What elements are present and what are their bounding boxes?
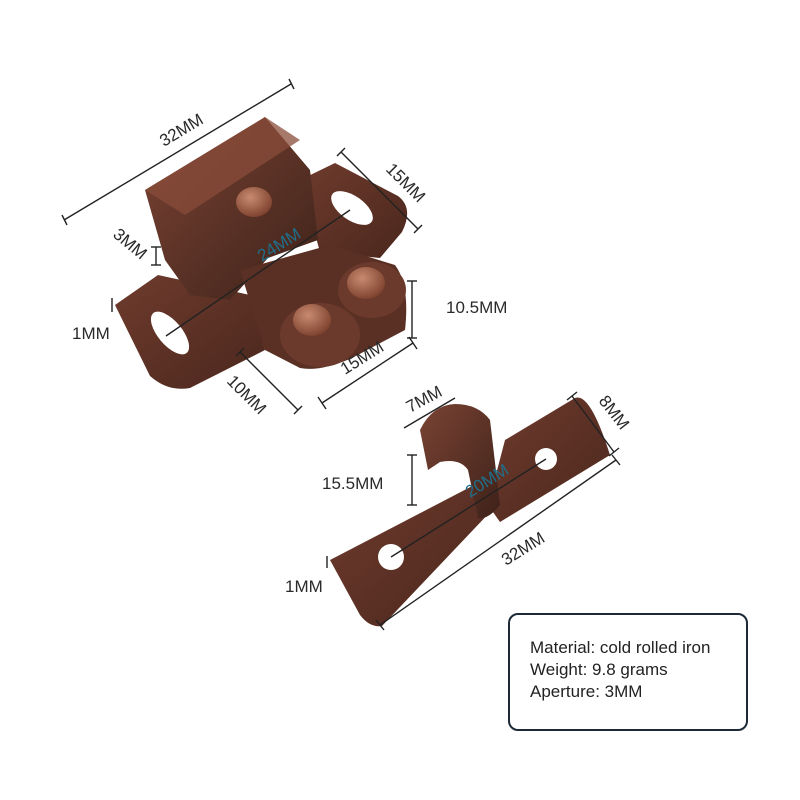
catch-rivet-top: [236, 187, 272, 217]
label-strike-height: 15.5MM: [322, 474, 383, 493]
label-catch-width: 32MM: [156, 110, 206, 151]
dim-line-catch-depth: [340, 151, 419, 230]
label-strike-side: 8MM: [595, 392, 633, 433]
spec-weight: Weight: 9.8 grams: [530, 660, 668, 679]
catch-rivet-roller-1: [293, 304, 331, 336]
label-catch-base: 10MM: [223, 371, 270, 418]
roller-catch: [115, 117, 408, 389]
catch-rivet-roller-2: [347, 267, 385, 299]
catch-housing: [145, 117, 318, 300]
spec-material: Material: cold rolled iron: [530, 638, 711, 657]
strike-plate: [330, 397, 610, 627]
dim-line-catch-roller-span: [321, 342, 414, 404]
spec-box: Material: cold rolled iron Weight: 9.8 g…: [508, 613, 748, 731]
dim-line-catch-base: [239, 351, 299, 411]
spec-aperture: Aperture: 3MM: [530, 682, 643, 701]
catch-right-slot: [331, 191, 373, 225]
dim-line-catch-width: [63, 83, 292, 221]
catch-housing-top: [145, 117, 300, 215]
label-strike-thickness: 1MM: [285, 577, 323, 596]
label-catch-height: 10.5MM: [446, 298, 507, 317]
label-catch-flange: 3MM: [109, 225, 150, 264]
dim-line-strike-top: [403, 397, 456, 429]
label-strike-length: 32MM: [498, 528, 548, 569]
strike-left-arm: [330, 482, 492, 627]
dim-line-strike-side: [571, 395, 615, 453]
dim-line-strike-center: [390, 458, 547, 558]
dim-line-strike-length: [379, 459, 617, 626]
strike-prong: [420, 404, 500, 519]
dimension-lines: [61, 78, 621, 631]
dim-line-catch-center: [165, 209, 351, 337]
catch-left-plate: [115, 275, 265, 389]
label-catch-thickness: 1MM: [72, 324, 110, 343]
